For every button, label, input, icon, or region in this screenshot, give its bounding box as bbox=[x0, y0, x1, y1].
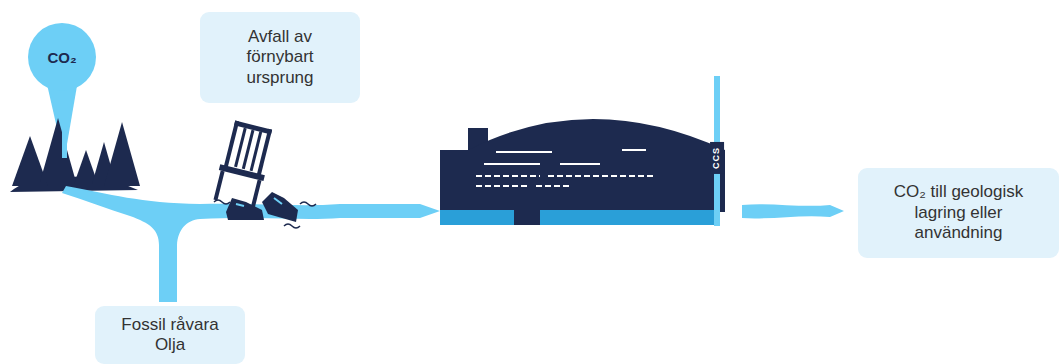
box-text: Fossil råvara Olja bbox=[109, 315, 231, 356]
window-line bbox=[560, 163, 600, 165]
text-box: CO₂ till geologisk lagring eller användn… bbox=[858, 168, 1059, 258]
stack-label: CCS bbox=[710, 142, 724, 174]
shoe-lace bbox=[236, 198, 282, 206]
chair bbox=[212, 120, 276, 211]
chair-part bbox=[250, 132, 263, 172]
window-line bbox=[548, 175, 656, 177]
forest bbox=[10, 118, 140, 192]
stream bbox=[62, 186, 440, 302]
wave bbox=[214, 200, 316, 228]
shoe bbox=[262, 192, 298, 222]
window-line bbox=[622, 149, 646, 151]
tree bbox=[40, 118, 76, 182]
tree bbox=[104, 122, 140, 186]
door bbox=[514, 200, 540, 225]
base-band bbox=[440, 210, 718, 225]
window-line bbox=[496, 151, 552, 153]
building bbox=[440, 119, 725, 225]
chair-part bbox=[219, 164, 265, 181]
chair-part bbox=[213, 170, 224, 200]
windows bbox=[476, 150, 656, 186]
plant bbox=[440, 76, 725, 226]
window-line bbox=[476, 185, 528, 187]
text-box: Avfall av förnybart ursprung bbox=[200, 12, 360, 103]
window-line bbox=[484, 163, 540, 165]
shoes bbox=[226, 192, 298, 222]
window-line bbox=[476, 175, 540, 177]
tree bbox=[16, 150, 44, 176]
text-box: Fossil råvara Olja bbox=[95, 306, 245, 364]
co2-bubble: CO₂ bbox=[28, 23, 96, 91]
box-text: Avfall av förnybart ursprung bbox=[219, 27, 341, 88]
box-text: CO₂ till geologisk lagring eller användn… bbox=[871, 182, 1047, 243]
co2-flow bbox=[62, 118, 67, 158]
window-line bbox=[536, 185, 570, 187]
output-stream bbox=[742, 204, 844, 218]
shoe bbox=[226, 198, 264, 220]
box-text: CO₂ bbox=[47, 49, 76, 66]
